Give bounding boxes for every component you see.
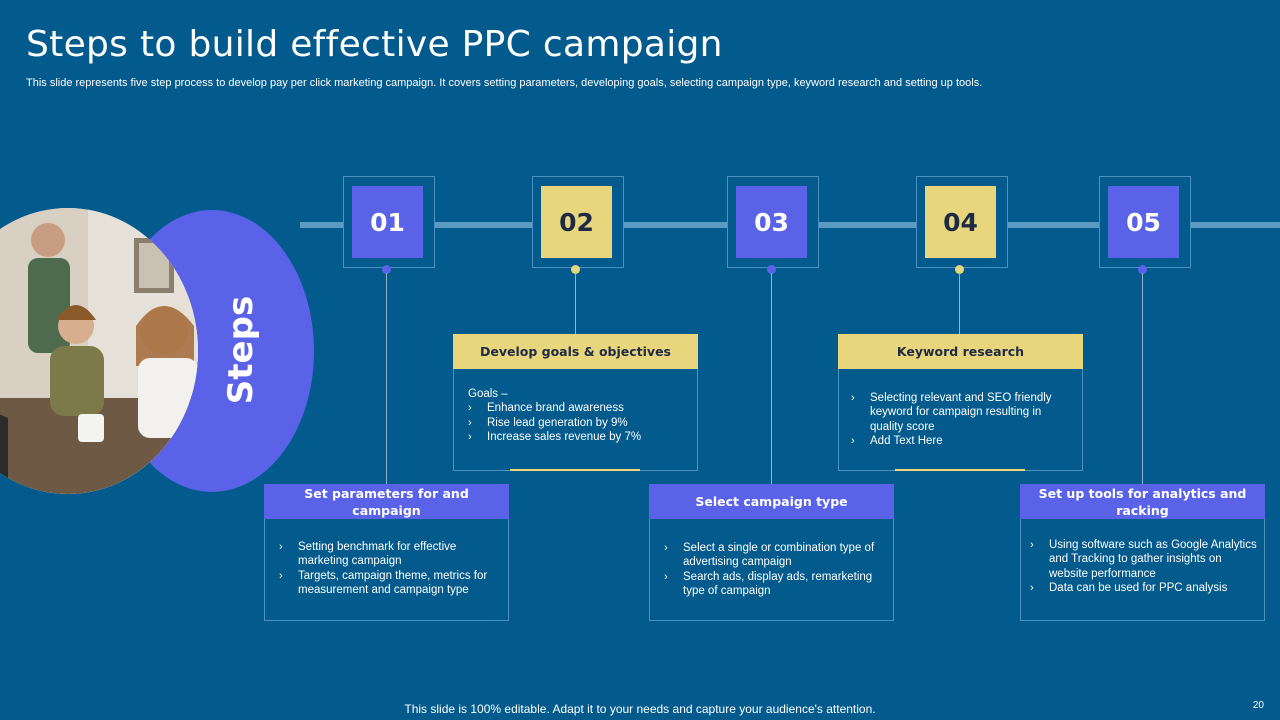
step-05-number: 05 [1108, 186, 1179, 258]
step-02-heading: Develop goals & objectives [453, 334, 698, 369]
step-01-dot [382, 265, 391, 274]
step-02-lead: Goals – [468, 388, 508, 400]
steps-circle-label: Steps [221, 295, 261, 405]
slide-footer: This slide is 100% editable. Adapt it to… [404, 702, 876, 716]
step-03-connector [771, 273, 772, 485]
step-01-number: 01 [352, 186, 423, 258]
step-05-card: Set up tools for analytics and racking ›… [1020, 484, 1265, 621]
step-03-heading: Select campaign type [649, 484, 894, 519]
step-02-number: 02 [541, 186, 612, 258]
step-04-body: ›Selecting relevant and SEO friendly key… [851, 391, 1077, 449]
team-photo [0, 208, 198, 494]
step-02-box: 02 [532, 176, 624, 268]
step-03-body: ›Select a single or combination type of … [664, 541, 888, 599]
step-04-connector [959, 273, 960, 335]
step-01-connector [386, 273, 387, 485]
slide-title: Steps to build effective PPC campaign [26, 24, 723, 65]
list-item: ›Increase sales revenue by 7% [468, 431, 642, 444]
step-02-dot [571, 265, 580, 274]
step-01-card: Set parameters for and campaign ›Setting… [264, 484, 509, 621]
page-number: 20 [1252, 700, 1264, 711]
step-04-number: 04 [925, 186, 996, 258]
list-item: ›Selecting relevant and SEO friendly key… [851, 392, 1052, 433]
list-item: ›Search ads, display ads, remarketing ty… [664, 570, 873, 598]
step-03-card: Select campaign type ›Select a single or… [649, 484, 894, 621]
step-04-card: Keyword research ›Selecting relevant and… [838, 334, 1083, 471]
slide-subtitle: This slide represents five step process … [26, 77, 983, 89]
step-03-number: 03 [736, 186, 807, 258]
step-01-box: 01 [343, 176, 435, 268]
step-03-box: 03 [727, 176, 819, 268]
step-02-connector [575, 273, 576, 335]
step-05-dot [1138, 265, 1147, 274]
step-02-body: Goals – ›Enhance brand awareness ›Rise l… [468, 387, 692, 445]
step-05-heading: Set up tools for analytics and racking [1020, 484, 1265, 519]
step-05-box: 05 [1099, 176, 1191, 268]
list-item: ›Add Text Here [851, 435, 943, 448]
list-item: ›Enhance brand awareness [468, 402, 624, 415]
step-05-body: ›Using software such as Google Analytics… [1030, 538, 1260, 596]
step-01-heading: Set parameters for and campaign [264, 484, 509, 519]
step-04-dot [955, 265, 964, 274]
step-02-accent [510, 469, 640, 471]
list-item: ›Data can be used for PPC analysis [1030, 582, 1228, 595]
step-02-card: Develop goals & objectives Goals – ›Enha… [453, 334, 698, 471]
step-01-body: ›Setting benchmark for effective marketi… [279, 540, 503, 598]
step-04-accent [895, 469, 1025, 471]
step-03-dot [767, 265, 776, 274]
list-item: ›Using software such as Google Analytics… [1030, 539, 1257, 580]
step-04-heading: Keyword research [838, 334, 1083, 369]
list-item: ›Targets, campaign theme, metrics for me… [279, 569, 488, 597]
step-05-connector [1142, 273, 1143, 485]
list-item: ›Setting benchmark for effective marketi… [279, 541, 457, 568]
list-item: ›Rise lead generation by 9% [468, 416, 628, 429]
step-04-box: 04 [916, 176, 1008, 268]
list-item: ›Select a single or combination type of … [664, 542, 875, 569]
